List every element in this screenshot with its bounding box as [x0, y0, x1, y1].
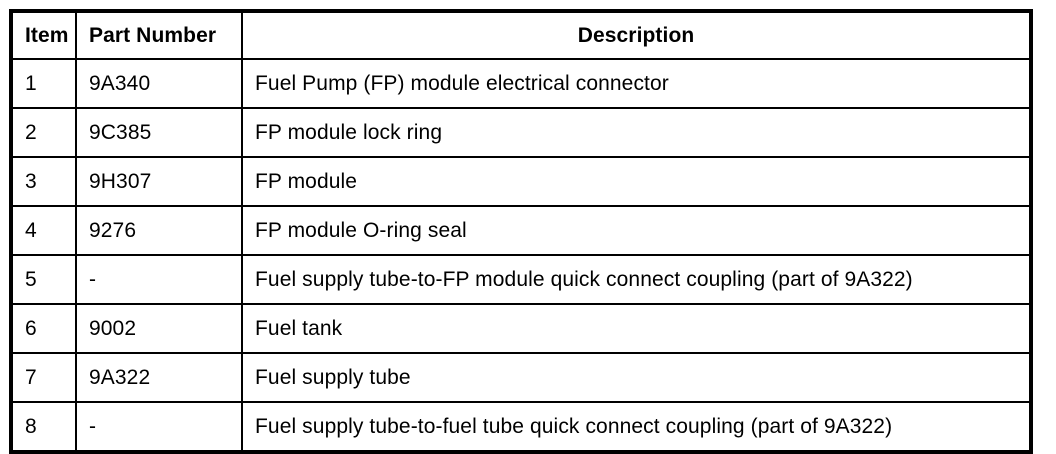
- table-row: 5 - Fuel supply tube-to-FP module quick …: [11, 254, 1031, 305]
- table-row: 6 9002 Fuel tank: [11, 303, 1031, 354]
- table-row: 4 9276 FP module O-ring seal: [11, 205, 1031, 256]
- cell-description: Fuel Pump (FP) module electrical connect…: [241, 58, 1031, 109]
- column-header-description: Description: [241, 11, 1031, 60]
- cell-part-number: 9A322: [75, 352, 243, 403]
- cell-description: Fuel supply tube-to-FP module quick conn…: [241, 254, 1031, 305]
- table-header: Item Part Number Description: [11, 11, 1031, 60]
- parts-table-sheet: Item Part Number Description 1 9A340 Fue…: [9, 9, 1033, 454]
- cell-item: 6: [11, 303, 77, 354]
- cell-part-number: 9C385: [75, 107, 243, 158]
- column-header-item: Item: [11, 11, 77, 60]
- cell-description: FP module lock ring: [241, 107, 1031, 158]
- cell-part-number: 9A340: [75, 58, 243, 109]
- parts-list-table: Item Part Number Description 1 9A340 Fue…: [9, 9, 1033, 454]
- cell-item: 2: [11, 107, 77, 158]
- column-header-part-number: Part Number: [75, 11, 243, 60]
- cell-part-number: -: [75, 254, 243, 305]
- table-row: 3 9H307 FP module: [11, 156, 1031, 207]
- cell-part-number: 9276: [75, 205, 243, 256]
- cell-description: Fuel supply tube: [241, 352, 1031, 403]
- table-body: 1 9A340 Fuel Pump (FP) module electrical…: [11, 58, 1031, 452]
- cell-description: Fuel tank: [241, 303, 1031, 354]
- cell-part-number: 9002: [75, 303, 243, 354]
- table-row: 8 - Fuel supply tube-to-fuel tube quick …: [11, 401, 1031, 452]
- cell-item: 8: [11, 401, 77, 452]
- cell-item: 7: [11, 352, 77, 403]
- cell-description: FP module O-ring seal: [241, 205, 1031, 256]
- cell-item: 1: [11, 58, 77, 109]
- cell-description: Fuel supply tube-to-fuel tube quick conn…: [241, 401, 1031, 452]
- cell-part-number: -: [75, 401, 243, 452]
- table-row: 1 9A340 Fuel Pump (FP) module electrical…: [11, 58, 1031, 109]
- table-row: 2 9C385 FP module lock ring: [11, 107, 1031, 158]
- table-header-row: Item Part Number Description: [11, 11, 1031, 60]
- cell-item: 5: [11, 254, 77, 305]
- cell-part-number: 9H307: [75, 156, 243, 207]
- cell-description: FP module: [241, 156, 1031, 207]
- cell-item: 4: [11, 205, 77, 256]
- cell-item: 3: [11, 156, 77, 207]
- table-row: 7 9A322 Fuel supply tube: [11, 352, 1031, 403]
